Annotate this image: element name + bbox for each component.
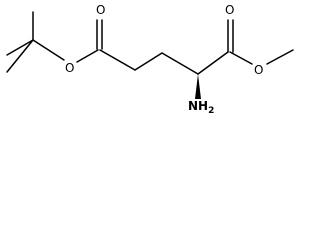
chain-bond-2 (134, 52, 163, 71)
amine-subscript: 2 (208, 106, 214, 116)
tbu-methyl-left-bond (6, 39, 34, 56)
stereo-wedge-bond (195, 74, 201, 99)
amine-label: NH2 (188, 99, 214, 116)
tbu-c-o-bond (32, 39, 65, 61)
chain-bond-1 (99, 49, 136, 71)
chemical-structure: O O NH2 O O (6, 3, 294, 116)
ester-oxygen-label-left: O (65, 61, 74, 75)
carbonyl-oxygen-label-left: O (96, 3, 105, 17)
chain-bond-3 (161, 52, 199, 75)
tbu-methyl-low-bond (6, 39, 34, 73)
o-to-carbonyl-carbon-left-bond (76, 49, 99, 63)
o-methyl-bond (266, 49, 294, 65)
carbonyl-oxygen-label-right: O (225, 3, 234, 17)
ester-oxygen-label-right: O (254, 63, 263, 77)
chain-bond-4 (197, 51, 229, 75)
carbonyl-to-ester-oxygen-right-bond (229, 51, 253, 65)
